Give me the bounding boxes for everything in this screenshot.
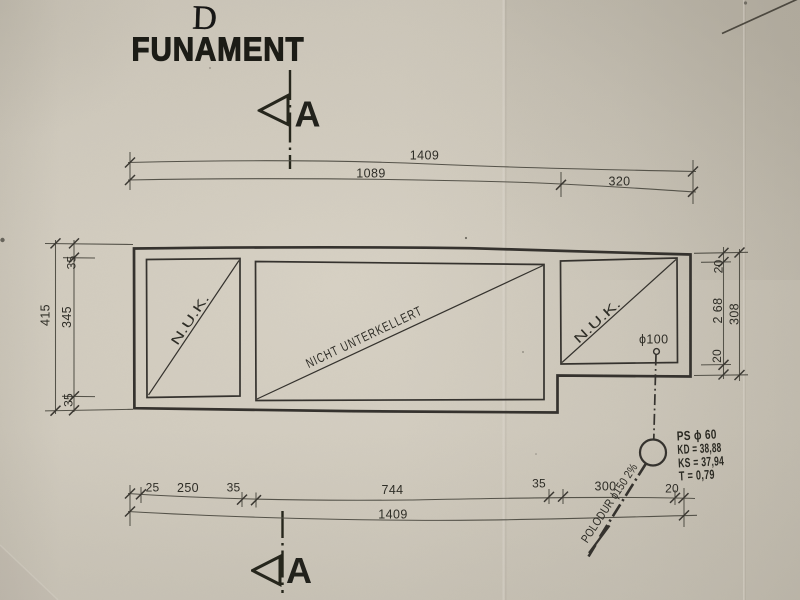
foundation-plan <box>132 245 692 414</box>
dim-right-268: 2 68 <box>711 298 725 324</box>
dim-top-overall-line <box>127 160 697 173</box>
dim-right-overall-ticks <box>733 246 746 381</box>
dim-bottom-300: 300 <box>594 480 616 494</box>
dim-left-345: 345 <box>60 306 74 328</box>
dim-left-segment-ticks <box>68 237 80 416</box>
dim-bottom-25: 25 <box>146 481 160 495</box>
dim-left-lines <box>54 240 75 414</box>
floor-drain-circle <box>652 347 661 356</box>
dim-left-35top: 35 <box>65 256 79 270</box>
drain-inlet-label: ϕ100 <box>639 333 668 347</box>
dim-right-overall: 308 <box>728 303 742 325</box>
foundation-outer-outline <box>132 245 692 414</box>
note-line-2: KD = 38,88 <box>677 440 722 457</box>
dim-top-overall: 1409 <box>410 149 439 163</box>
section-letter-bottom: A <box>286 550 312 591</box>
dim-bottom-35a: 35 <box>227 481 241 495</box>
dim-top-segment-ticks <box>124 174 699 198</box>
dim-right-20bottom: 20 <box>710 349 724 363</box>
dim-right-segment-ticks <box>717 247 730 381</box>
section-marker-top <box>256 70 292 169</box>
dim-bottom-250: 250 <box>177 481 199 495</box>
middle-area-inner <box>254 260 545 402</box>
section-arrow-bottom <box>249 554 282 587</box>
cellar-right-diagonal <box>561 259 677 363</box>
dim-bottom-overall: 1409 <box>378 508 407 522</box>
drain-leader-line <box>652 354 657 440</box>
dim-bottom-744: 744 <box>381 483 403 497</box>
section-letter-top: A <box>295 94 321 135</box>
note-line-4: T = 0,79 <box>678 467 715 484</box>
dim-bottom-segments-line <box>127 492 696 501</box>
middle-area-diagonal <box>256 264 544 400</box>
dim-right-lines <box>722 247 741 381</box>
sewer-pipe-end-dash <box>587 544 597 558</box>
dim-left-35bottom: 35 <box>62 393 76 407</box>
dim-bottom-segment-ticks <box>124 487 690 506</box>
dim-right-20top: 20 <box>712 260 726 274</box>
note-line-3: KS = 37,94 <box>678 453 725 470</box>
drainage <box>587 347 668 558</box>
dim-top-320: 320 <box>608 175 630 189</box>
section-marker-bottom <box>249 511 284 593</box>
dim-top-overall-ticks <box>124 156 699 178</box>
manhole-note: PS ϕ 60 KD = 38,88 KS = 37,94 T = 0,79 <box>676 426 725 484</box>
section-arrow-top <box>256 93 290 127</box>
dim-bottom-overall-ticks <box>124 505 690 521</box>
dim-left-witness-lines <box>44 242 134 412</box>
dim-left-overall-ticks <box>49 237 62 417</box>
handwritten-letter: D <box>192 0 218 37</box>
dim-top-1089: 1089 <box>356 167 385 181</box>
sewer-pipe-line <box>598 462 648 539</box>
dim-left-overall: 415 <box>39 304 53 326</box>
cellar-left-diagonal <box>148 260 240 396</box>
dimension-ticks <box>49 156 746 521</box>
dim-right-witness-lines <box>693 251 749 377</box>
dim-bottom-20: 20 <box>665 482 679 496</box>
manhole-circle <box>638 438 668 467</box>
drawing-title: FUNAMENT <box>132 32 305 69</box>
dim-bottom-35b: 35 <box>532 477 546 491</box>
dim-bottom-overall-line <box>127 510 698 521</box>
dim-top-segments-line <box>127 178 697 193</box>
note-line-1: PS ϕ 60 <box>676 426 717 443</box>
cellar-right-wall-inner <box>559 257 679 365</box>
cellar-left-wall-inner <box>145 257 241 399</box>
